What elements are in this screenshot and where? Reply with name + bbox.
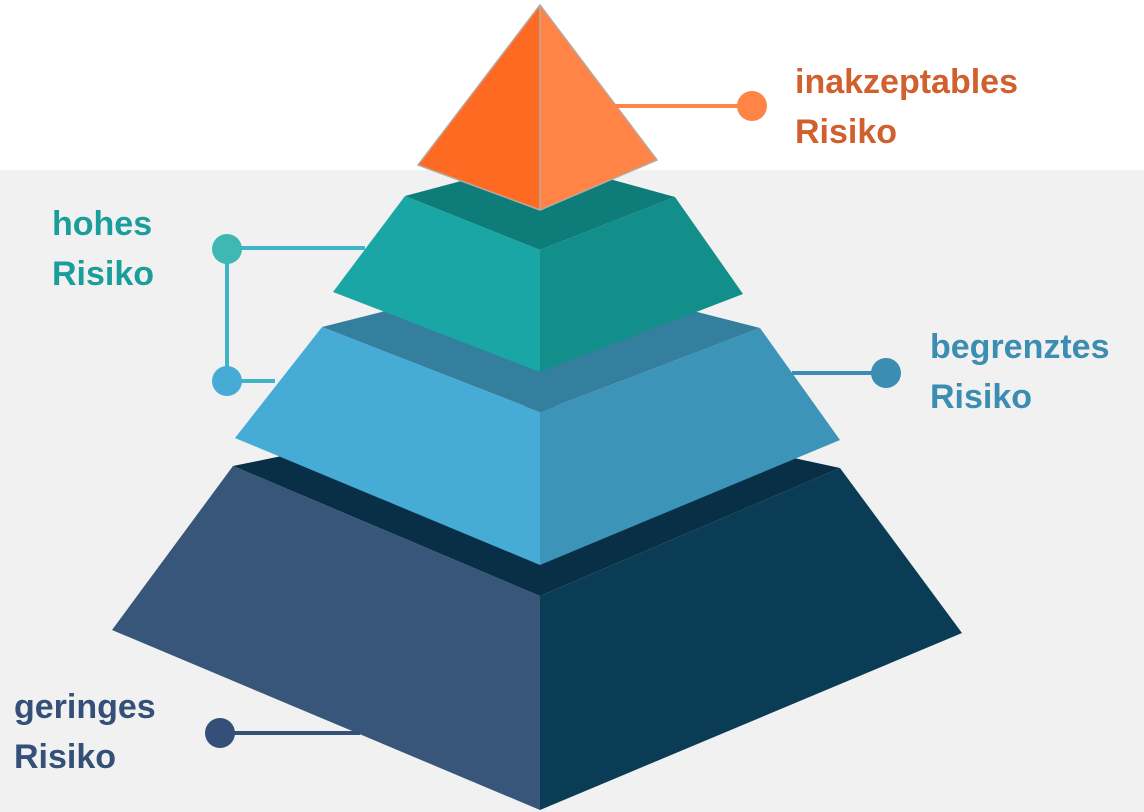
high-right-face xyxy=(540,197,743,372)
label-minimal-line1: geringes xyxy=(14,688,156,726)
pyramid-level-high xyxy=(333,160,743,372)
label-unacceptable-line2: Risiko xyxy=(795,113,898,151)
label-high-line2: Risiko xyxy=(52,255,155,293)
connector-dot-high-top xyxy=(212,234,242,264)
connector-high xyxy=(212,234,365,396)
unacceptable-right-face xyxy=(539,4,658,211)
label-high-line1: hohes xyxy=(52,205,153,243)
label-unacceptable-risk: inakzeptables Risiko xyxy=(795,57,1018,157)
label-minimal-risk: geringes Risiko xyxy=(14,682,156,782)
connector-limited xyxy=(792,358,901,388)
pyramid-level-unacceptable xyxy=(417,4,658,211)
connector-minimal xyxy=(205,718,360,748)
connector-dot-high-bottom xyxy=(212,366,242,396)
label-high-risk: hohes Risiko xyxy=(52,199,154,299)
connector-dot-minimal xyxy=(205,718,235,748)
connector-unacceptable xyxy=(612,91,767,121)
label-unacceptable-line1: inakzeptables xyxy=(795,63,1018,101)
high-left-face xyxy=(333,196,540,372)
label-limited-line1: begrenztes xyxy=(930,328,1110,366)
label-minimal-line2: Risiko xyxy=(14,738,117,776)
limited-left-face xyxy=(235,327,540,565)
minimal-left-face xyxy=(112,466,540,810)
label-limited-risk: begrenztes Risiko xyxy=(930,322,1110,422)
label-limited-line2: Risiko xyxy=(930,378,1033,416)
limited-right-face xyxy=(540,328,840,565)
connector-dot-unacceptable xyxy=(737,91,767,121)
minimal-right-face xyxy=(540,468,962,810)
connector-dot-limited xyxy=(871,358,901,388)
